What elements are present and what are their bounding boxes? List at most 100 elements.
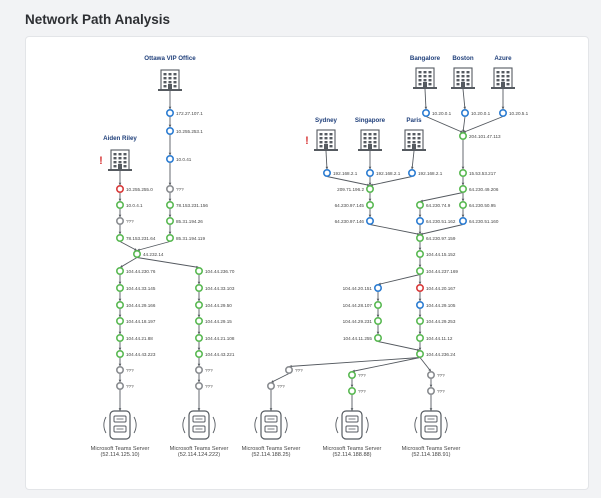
- hop-node[interactable]: 104.44.21.88: [116, 333, 153, 342]
- hop-node[interactable]: 78.153.231.156: [166, 201, 209, 210]
- hop-status-dot: [373, 333, 382, 342]
- hop-node[interactable]: 64.230.97.146: [335, 217, 374, 226]
- hop-node[interactable]: 104.44.237.169: [415, 266, 459, 275]
- hop-node[interactable]: 104.44.20.151: [343, 283, 382, 292]
- hop-label: 104.44.43.221: [205, 352, 235, 357]
- hop-node[interactable]: 10.20.5.1: [498, 109, 529, 118]
- hop-node[interactable]: 10.0.4.1: [116, 201, 143, 210]
- hop-node[interactable]: 104.44.11.255: [343, 333, 382, 342]
- hop-node[interactable]: 192.168.2.1: [365, 169, 401, 178]
- hop-node[interactable]: 64.230.74.9: [415, 201, 451, 210]
- teams-server-3[interactable]: Microsoft Teams Server(52.114.188.25): [242, 410, 301, 458]
- hop-node[interactable]: ???: [116, 217, 134, 226]
- connection-line: [119, 241, 138, 251]
- teams-server-1[interactable]: Microsoft Teams Server(52.114.125.10): [91, 410, 150, 458]
- hop-node[interactable]: 104.44.29.105: [415, 300, 456, 309]
- teams-server-2[interactable]: Microsoft Teams Server(52.114.124.222): [170, 410, 229, 458]
- arrow-head: [418, 264, 422, 268]
- hop-node[interactable]: 85.31.194.26: [166, 217, 203, 226]
- hop-node[interactable]: ???: [347, 370, 366, 379]
- hop-node[interactable]: 104.44.29.253: [415, 316, 456, 325]
- hop-node[interactable]: 104.44.21.108: [195, 333, 235, 342]
- hop-node[interactable]: 104.44.29.166: [116, 300, 156, 309]
- hop-status-dot: [415, 300, 424, 309]
- hop-node[interactable]: 64.230.51.160: [458, 217, 499, 226]
- site-bangalore[interactable]: Bangalore: [410, 55, 441, 89]
- hop-node[interactable]: 104.44.236.70: [195, 266, 235, 275]
- hop-node[interactable]: 104.44.33.103: [195, 283, 235, 292]
- hop-label: 192.168.2.1: [418, 171, 443, 176]
- hop-node[interactable]: 104.44.230.76: [116, 266, 156, 275]
- hop-node[interactable]: 104.44.29.15: [195, 316, 232, 325]
- hop-node[interactable]: 10.0.41: [166, 155, 192, 164]
- hop-status-dot: [195, 365, 204, 374]
- hop-node[interactable]: 10.20.0.1: [460, 109, 491, 118]
- hop-node[interactable]: 64.230.51.162: [415, 217, 456, 226]
- hop-node[interactable]: 209.71.196.2: [337, 185, 374, 194]
- hop-node[interactable]: 78.153.231.64: [116, 234, 156, 243]
- connection-line: [377, 341, 421, 351]
- teams-server-4[interactable]: Microsoft Teams Server(52.114.188.88): [323, 410, 382, 458]
- hop-node[interactable]: 10.20.0.1: [421, 109, 452, 118]
- site-ottawa[interactable]: Ottawa VIP Office: [144, 55, 196, 91]
- hop-node[interactable]: 192.168.2.1: [407, 169, 443, 178]
- hop-node[interactable]: ???: [347, 386, 366, 395]
- server-icon: [414, 410, 448, 440]
- server-ip: (52.114.125.10): [100, 452, 139, 458]
- connection-line: [136, 241, 171, 251]
- hop-node[interactable]: 104.44.43.223: [116, 349, 156, 358]
- hop-node[interactable]: ???: [116, 381, 134, 390]
- hop-node[interactable]: 104.44.43.221: [195, 349, 235, 358]
- hop-node[interactable]: 104.44.15.152: [415, 250, 456, 259]
- site-boston[interactable]: Boston: [451, 55, 475, 89]
- hop-node[interactable]: 64.230.50.95: [458, 201, 496, 210]
- site-sydney[interactable]: Sydney!: [305, 117, 338, 151]
- hop-label: 104.44.18.197: [126, 319, 156, 324]
- hop-node[interactable]: 104.44.33.145: [116, 283, 156, 292]
- hop-node[interactable]: 44.232.14: [133, 250, 164, 259]
- hop-node[interactable]: 104.44.18.197: [116, 316, 156, 325]
- hop-node[interactable]: 104.44.11.12: [415, 333, 453, 342]
- hop-node[interactable]: 104.44.29.231: [343, 316, 382, 325]
- site-aiden[interactable]: Aiden Riley!: [99, 135, 137, 171]
- hop-status-dot: [373, 316, 382, 325]
- site-label: Bangalore: [410, 55, 441, 62]
- hop-node[interactable]: ???: [426, 370, 445, 379]
- hop-node[interactable]: 64.230.97.145: [335, 201, 374, 210]
- hop-label: 64.230.49.206: [469, 187, 499, 192]
- hop-node[interactable]: 172.27.107.1: [166, 109, 203, 118]
- hop-node[interactable]: ???: [116, 365, 134, 374]
- site-singapore[interactable]: Singapore: [355, 117, 386, 151]
- hop-node[interactable]: 204.101.47.113: [458, 132, 501, 141]
- site-azure[interactable]: Azure: [491, 55, 515, 89]
- site-paris[interactable]: Paris: [402, 117, 426, 151]
- arrow-head: [410, 166, 414, 170]
- hop-label: 104.44.29.50: [205, 303, 232, 308]
- hop-node[interactable]: 192.168.2.1: [322, 169, 358, 178]
- hop-node[interactable]: 85.31.194.119: [166, 234, 206, 243]
- hop-label: 64.230.97.159: [426, 236, 456, 241]
- hop-node[interactable]: ???: [166, 185, 184, 194]
- hop-node[interactable]: 10.255.253.1: [166, 127, 203, 136]
- hop-node[interactable]: 104.44.236.24: [415, 349, 456, 358]
- hop-node[interactable]: 64.230.49.206: [458, 185, 499, 194]
- hop-node[interactable]: 15.53.53.217: [458, 169, 496, 178]
- site-label: Paris: [406, 117, 422, 124]
- hop-label: 15.53.53.217: [469, 171, 496, 176]
- arrow-head: [168, 231, 172, 235]
- hop-node[interactable]: ???: [195, 381, 213, 390]
- hop-node[interactable]: ???: [284, 365, 303, 374]
- hop-status-dot: [415, 266, 424, 275]
- hop-label: 10.20.5.1: [509, 111, 529, 116]
- hop-node[interactable]: ???: [195, 365, 213, 374]
- hop-node[interactable]: 104.44.29.50: [195, 300, 232, 309]
- hop-node[interactable]: 104.44.20.167: [415, 283, 456, 292]
- hop-node[interactable]: ???: [426, 386, 445, 395]
- hop-node[interactable]: 10.255.255.0: [116, 185, 153, 194]
- connection-line: [462, 116, 504, 133]
- connection-line: [419, 357, 432, 372]
- hop-node[interactable]: 64.230.97.159: [415, 234, 456, 243]
- hop-node[interactable]: ???: [266, 381, 285, 390]
- teams-server-5[interactable]: Microsoft Teams Server(52.114.188.91): [402, 410, 461, 458]
- hop-node[interactable]: 104.44.28.107: [343, 300, 382, 309]
